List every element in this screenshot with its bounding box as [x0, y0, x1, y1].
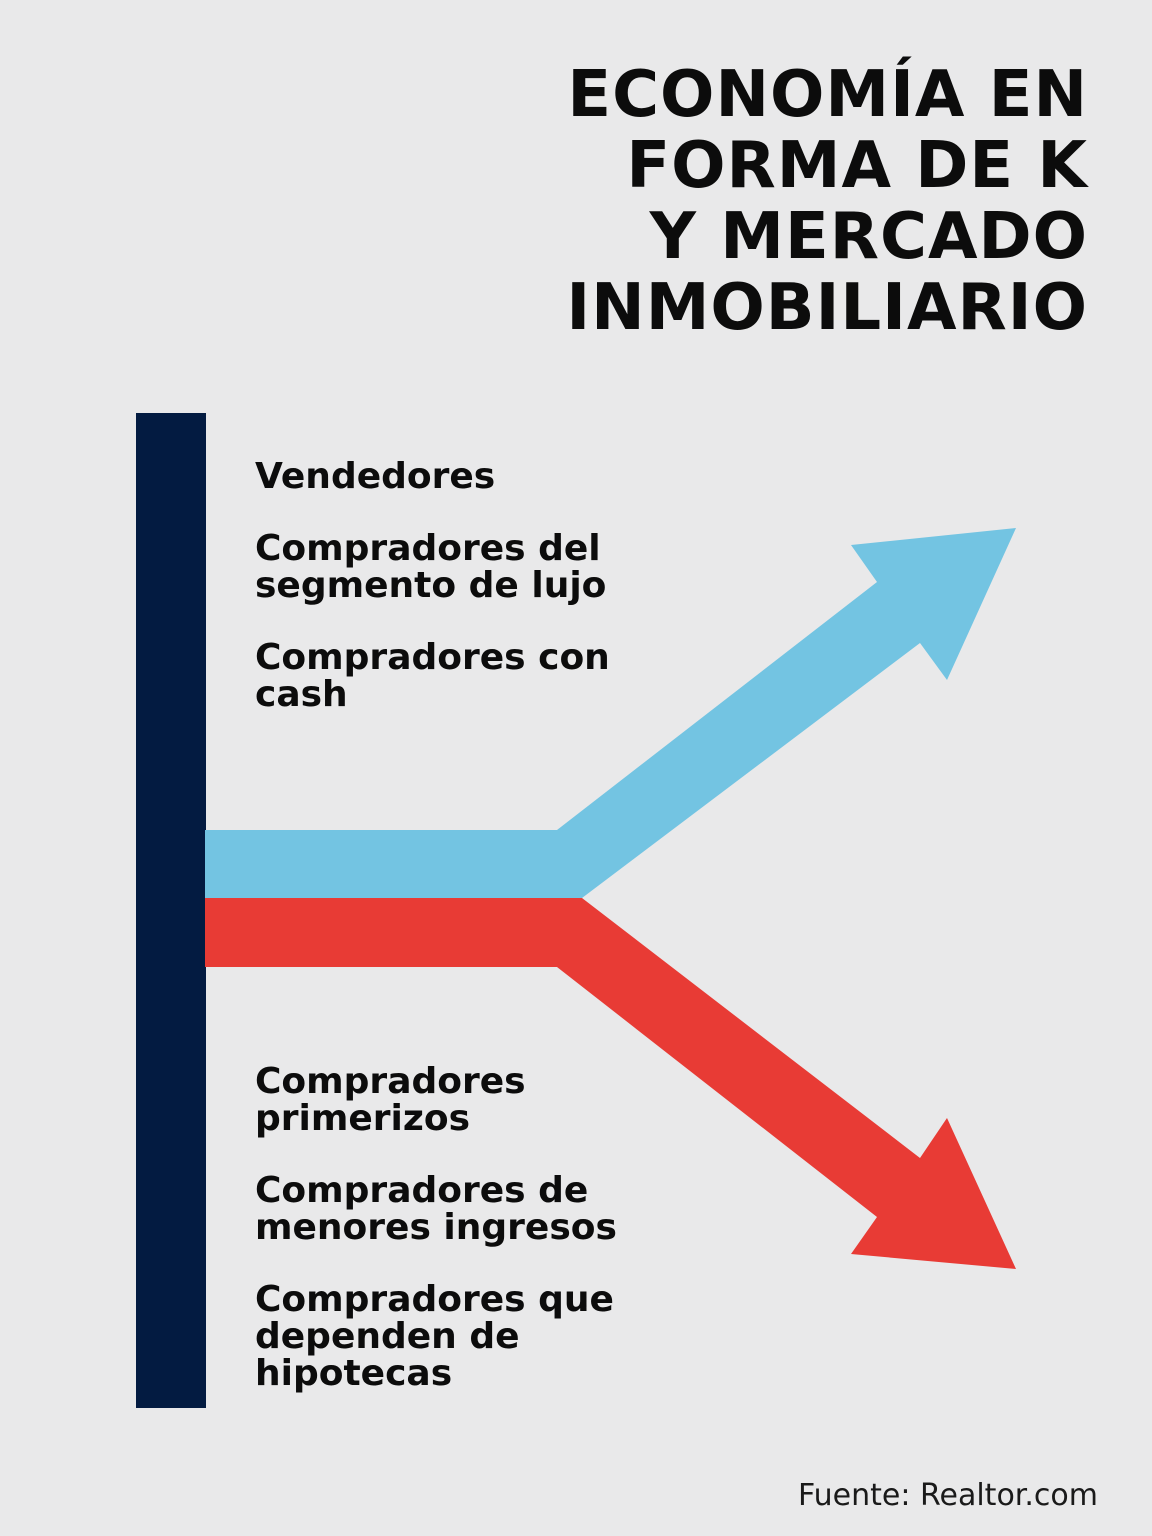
k-stem-bar [136, 413, 206, 1408]
title-line: ECONOMÍA EN [567, 58, 1088, 132]
downward-item: Compradores que dependen de hipotecas [255, 1279, 614, 1394]
title-line: INMOBILIARIO [566, 271, 1088, 345]
title-line: Y MERCADO [649, 200, 1088, 274]
upward-arrow [205, 528, 1016, 898]
page-title: ECONOMÍA EN FORMA DE K Y MERCADO INMOBIL… [448, 60, 1088, 344]
upward-group-list: Vendedores Compradores del segmento de l… [255, 458, 725, 748]
source-credit: Fuente: Realtor.com [798, 1478, 1098, 1513]
upward-item: Vendedores [255, 456, 496, 497]
downward-arrow [205, 898, 1016, 1269]
downward-item: Compradores de menores ingresos [255, 1170, 617, 1248]
upward-item: Compradores del segmento de lujo [255, 528, 607, 606]
downward-item: Compradores primerizos [255, 1061, 526, 1139]
title-line: FORMA DE K [626, 129, 1088, 203]
upward-item: Compradores con cash [255, 637, 610, 715]
downward-group-list: Compradores primerizos Compradores de me… [255, 1063, 725, 1427]
